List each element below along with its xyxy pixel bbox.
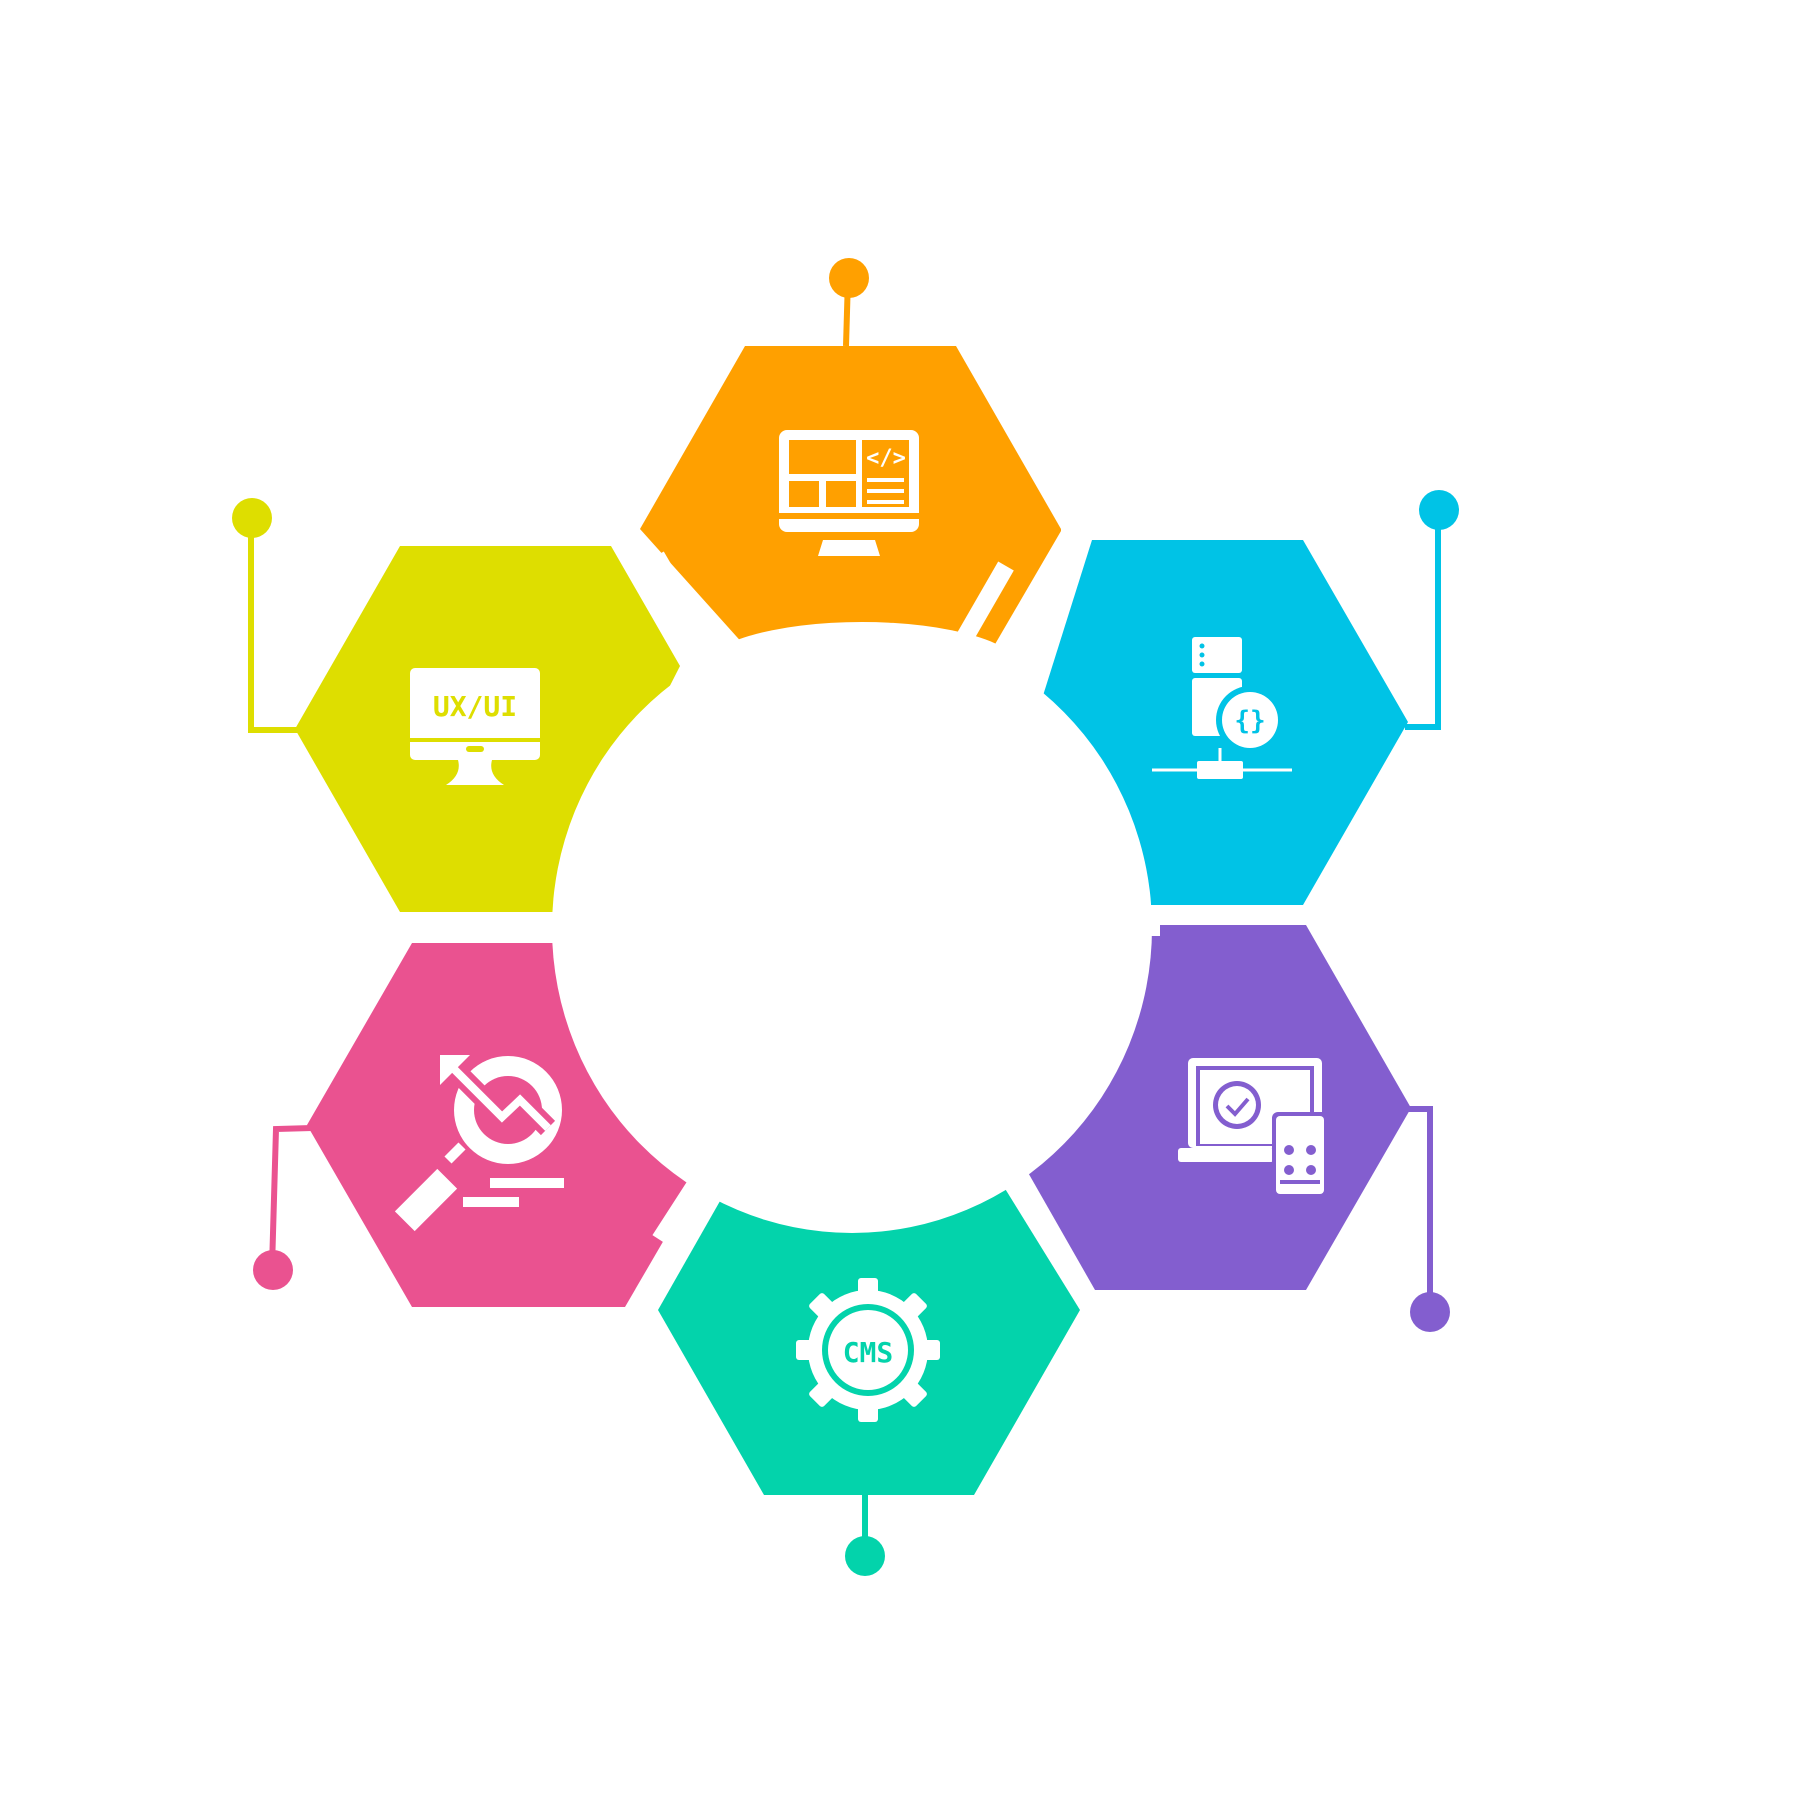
devices-check-icon [1178,1058,1328,1198]
connector-seo-analytics [253,1125,313,1290]
ux-ui-label: UX/UI [433,690,517,723]
connector-dot [845,1536,885,1576]
search-growth-icon [394,1055,564,1232]
svg-text:</>: </> [866,446,906,471]
connector-dot [1419,490,1459,530]
connector-dot [232,498,272,538]
ux-ui-monitor-icon: UX/UI [410,668,540,785]
connector-backend-api [1405,490,1459,730]
monitor-code-icon: </> [779,430,919,556]
connector-cms [845,1495,885,1576]
cms-gear-icon: CMS [796,1278,940,1422]
connector-dot [829,258,869,298]
cms-label: CMS [843,1336,894,1369]
connector-web-development [829,258,869,347]
connectors [232,258,1459,1576]
center-circle [552,623,1152,1233]
connector-ux-ui-design [232,498,300,733]
server-api-icon: {} [1152,637,1292,779]
connector-responsive-design [1408,1106,1450,1332]
segment-gaps [400,551,1160,1245]
connector-dot [253,1250,293,1290]
connector-dot [1410,1292,1450,1332]
svg-text:{}: {} [1234,706,1265,736]
